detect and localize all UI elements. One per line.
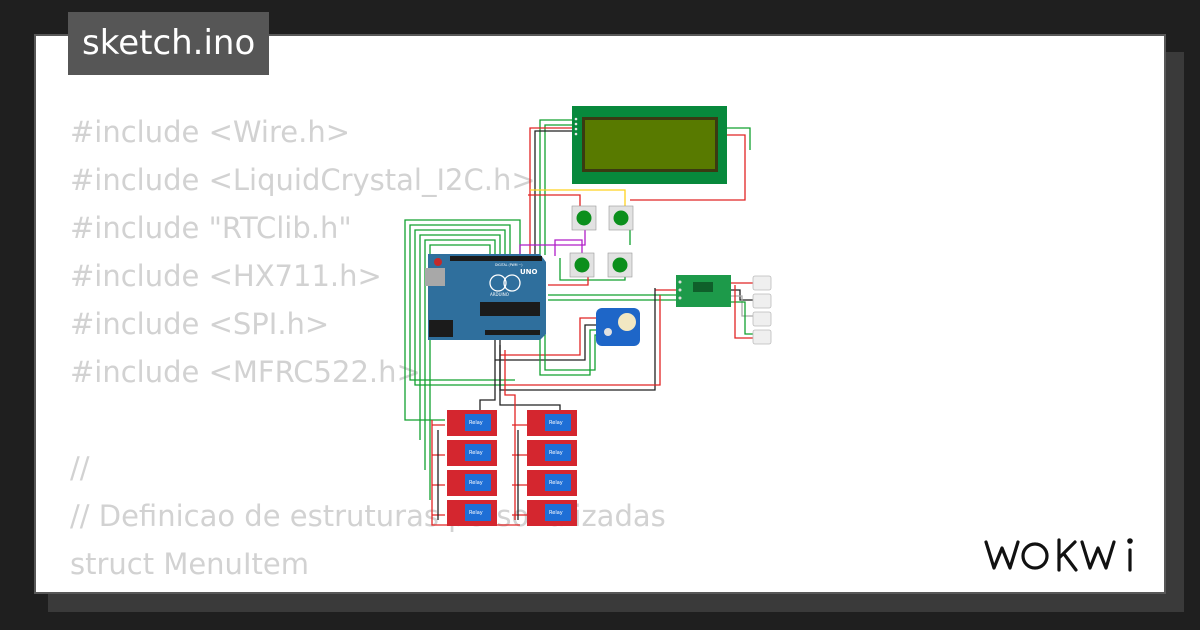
code-line: #include <Wire.h> bbox=[70, 115, 351, 149]
relay-modules: Relay Relay Relay Relay Relay Relay bbox=[447, 410, 577, 526]
relay-module[interactable]: Relay bbox=[527, 500, 577, 526]
push-buttons bbox=[569, 205, 634, 278]
wokwi-logo bbox=[984, 538, 1133, 572]
code-line: #include "RTClib.h" bbox=[70, 211, 352, 245]
load-cells bbox=[752, 275, 772, 345]
relay-module[interactable]: Relay bbox=[527, 470, 577, 496]
board-digital-label: DIGITAL (PWM ~) bbox=[495, 263, 522, 267]
relay-label: Relay bbox=[469, 420, 483, 426]
board-model-label: UNO bbox=[520, 268, 538, 276]
code-line: #include <MFRC522.h> bbox=[70, 355, 421, 389]
relay-module[interactable]: Relay bbox=[527, 440, 577, 466]
hx711-module[interactable] bbox=[676, 275, 731, 307]
rtc-module[interactable] bbox=[596, 308, 640, 346]
load-cell[interactable] bbox=[752, 311, 772, 327]
board-brand-label: ARDUINO bbox=[490, 292, 509, 297]
lcd-display[interactable] bbox=[572, 106, 727, 184]
push-button[interactable] bbox=[608, 205, 634, 231]
code-line: #include <LiquidCrystal_I2C.h> bbox=[70, 163, 536, 197]
relay-label: Relay bbox=[469, 480, 483, 486]
push-button[interactable] bbox=[569, 252, 595, 278]
push-button[interactable] bbox=[571, 205, 597, 231]
load-cell[interactable] bbox=[752, 275, 772, 291]
push-button[interactable] bbox=[607, 252, 633, 278]
relay-label: Relay bbox=[549, 420, 563, 426]
relay-module[interactable]: Relay bbox=[527, 410, 577, 436]
load-cell[interactable] bbox=[752, 329, 772, 345]
relay-label: Relay bbox=[549, 480, 563, 486]
arduino-uno-board[interactable]: UNO ARDUINO DIGITAL (PWM ~) bbox=[425, 254, 546, 340]
load-cell[interactable] bbox=[752, 293, 772, 309]
relay-label: Relay bbox=[469, 510, 483, 516]
code-line: #include <HX711.h> bbox=[70, 259, 382, 293]
relay-module[interactable]: Relay bbox=[447, 410, 497, 436]
relay-module[interactable]: Relay bbox=[447, 440, 497, 466]
code-line: struct MenuItem bbox=[70, 547, 309, 581]
relay-module[interactable]: Relay bbox=[447, 500, 497, 526]
code-preview: #include <Wire.h> #include <LiquidCrystal… bbox=[70, 108, 666, 592]
relay-label: Relay bbox=[469, 450, 483, 456]
sketch-filename-tab[interactable]: sketch.ino bbox=[68, 12, 270, 75]
code-line: // bbox=[70, 451, 90, 485]
relay-label: Relay bbox=[549, 450, 563, 456]
relay-module[interactable]: Relay bbox=[447, 470, 497, 496]
relay-label: Relay bbox=[549, 510, 563, 516]
code-line: #include <SPI.h> bbox=[70, 307, 330, 341]
